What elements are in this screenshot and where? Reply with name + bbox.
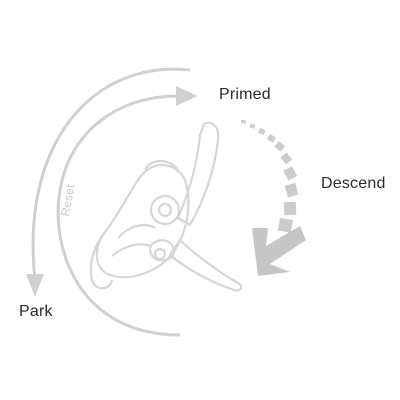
park-label: Park: [19, 303, 53, 320]
park-arrow-icon: [26, 67, 191, 297]
descend-label: Descend: [321, 175, 386, 192]
belay-device-icon: [89, 121, 243, 292]
primed-label: Primed: [219, 86, 271, 103]
primed-arrow-icon: [56, 86, 198, 337]
descend-arrow-icon: [240, 119, 306, 276]
